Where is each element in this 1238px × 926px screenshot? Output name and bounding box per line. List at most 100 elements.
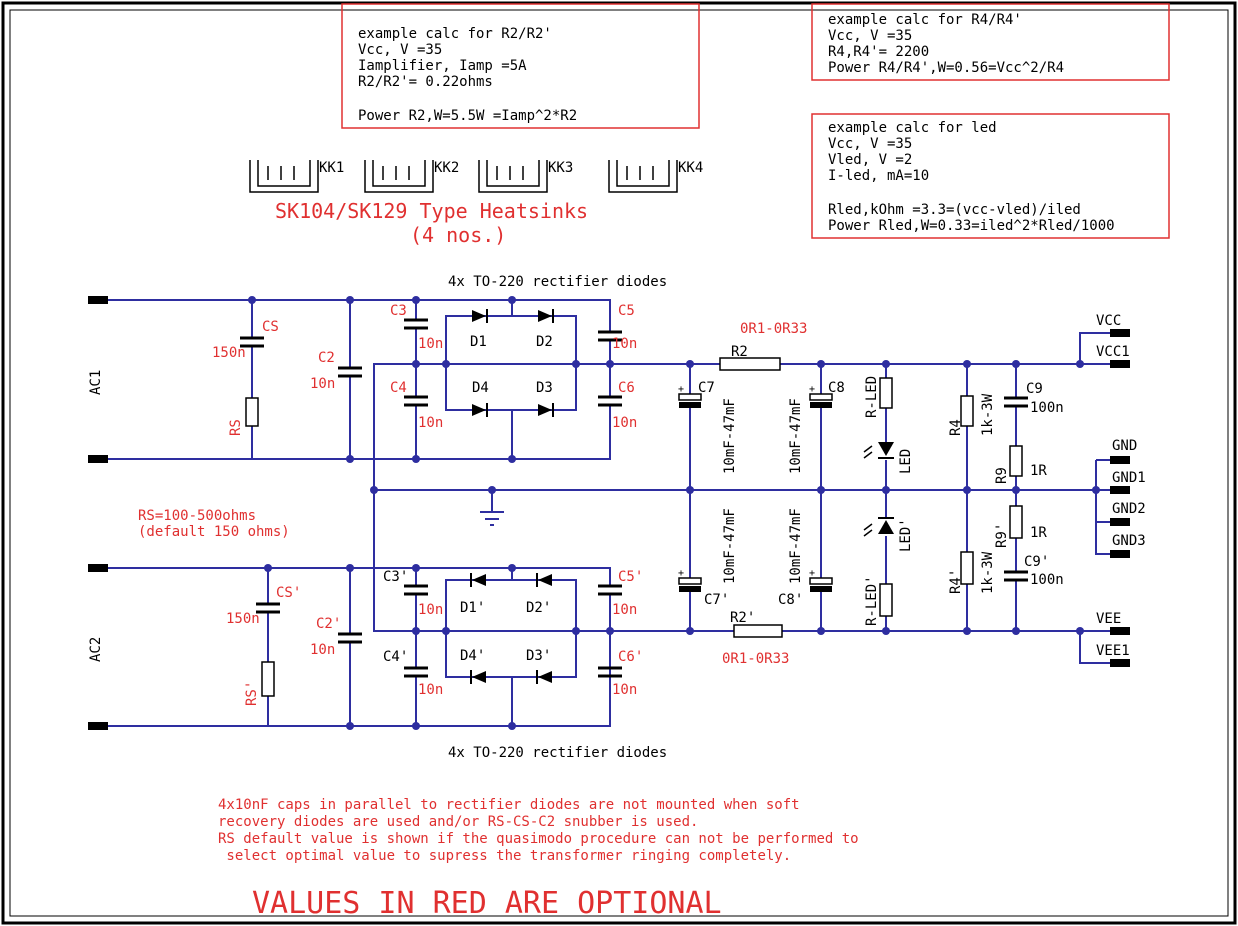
c8p-label: C8': [778, 592, 803, 608]
r4-resistor-icon: [960, 395, 974, 427]
calc-led-line-7: Power Rled,W=0.33=iled^2*Rled/1000: [828, 218, 1115, 234]
c4p-value: 10n: [418, 682, 443, 698]
diode-symbols: [470, 309, 894, 684]
note-line-4: select optimal value to supress the tran…: [218, 848, 791, 864]
ac1-label: AC1: [88, 370, 104, 395]
r4p-resistor-icon: [960, 551, 974, 585]
note-line-3: RS default value is shown if the quasimo…: [218, 831, 859, 847]
c9-value: 100n: [1030, 400, 1064, 416]
calc-r2-line-1: example calc for R2/R2': [358, 26, 552, 42]
svg-text:+: +: [678, 568, 684, 579]
heatsink-kk4-label: KK4: [678, 160, 703, 176]
c8p-cap-neg-icon: [810, 586, 832, 592]
svg-text:+: +: [809, 384, 815, 395]
d1-label: D1: [470, 334, 487, 350]
c6-value: 10n: [612, 415, 637, 431]
svg-text:+: +: [678, 384, 684, 395]
c4p-label: C4': [383, 649, 408, 665]
c4-label: C4: [390, 380, 407, 396]
vcc1-label: VCC1: [1096, 344, 1130, 360]
d3p-label: D3': [526, 648, 551, 664]
d4p-label: D4': [460, 648, 485, 664]
c8p-value: 10mF-47mF: [788, 508, 804, 584]
calc-led-line-2: Vcc, V =35: [828, 136, 912, 152]
c2-value: 10n: [310, 376, 335, 392]
vee1-label: VEE1: [1096, 643, 1130, 659]
rectifier-label-top: 4x TO-220 rectifier diodes: [448, 274, 667, 290]
c4-value: 10n: [418, 415, 443, 431]
heatsink-kk1-label: KK1: [319, 160, 344, 176]
calc-box-led: example calc for led Vcc, V =35 Vled, V …: [811, 113, 1170, 239]
c8-cap-neg-icon: [810, 402, 832, 408]
c8-label: C8: [828, 380, 845, 396]
footer-optional: VALUES IN RED ARE OPTIONAL: [252, 886, 722, 921]
c7p-label: C7': [704, 592, 729, 608]
c8-value: 10mF-47mF: [788, 398, 804, 474]
led-icon: [878, 442, 894, 456]
d1-diode-icon: [472, 310, 486, 322]
r4p-value: 1k-3W: [980, 551, 996, 594]
c9-label: C9: [1026, 381, 1043, 397]
note-line-2: recovery diodes are used and/or RS-CS-C2…: [218, 814, 698, 830]
r9-value: 1R: [1030, 463, 1047, 479]
rs-note-line-1: RS=100-500ohms: [138, 508, 256, 524]
terminal-pins: [88, 296, 1130, 730]
led-label: LED: [898, 449, 914, 474]
c9p-value: 100n: [1030, 572, 1064, 588]
r9p-value: 1R: [1030, 525, 1047, 541]
r9p-resistor-icon: [1009, 505, 1023, 539]
heatsink-subtitle: (4 nos.): [410, 223, 506, 247]
c2p-value: 10n: [310, 642, 335, 658]
c6-label: C6: [618, 380, 635, 396]
r2p-value: 0R1-0R33: [722, 651, 789, 667]
calc-led-line-4: I-led, mA=10: [828, 168, 929, 184]
c3p-value: 10n: [418, 602, 443, 618]
c4-cap-icon: [404, 395, 428, 407]
calc-r4-line-4: Power R4/R4',W=0.56=Vcc^2/R4: [828, 60, 1064, 76]
c7-cap-icon: [678, 393, 702, 401]
r9-label: R9: [994, 467, 1010, 484]
capacitor-symbols: [240, 318, 1028, 678]
r4-label: R4: [948, 419, 964, 436]
cs-cap-icon: [240, 336, 264, 348]
csp-label: CS': [276, 585, 301, 601]
c7p-cap-icon: [678, 577, 702, 585]
svg-text:+: +: [809, 568, 815, 579]
heatsink-kk3-icon: [478, 160, 548, 193]
d2-diode-icon: [538, 310, 552, 322]
calc-r4-line-3: R4,R4'= 2200: [828, 44, 929, 60]
rs-resistor-icon: [245, 397, 259, 427]
rectifier-label-bottom: 4x TO-220 rectifier diodes: [448, 745, 667, 761]
c3p-cap-icon: [404, 584, 428, 596]
c5p-label: C5': [618, 569, 643, 585]
r2-value: 0R1-0R33: [740, 321, 807, 337]
r2p-resistor-icon: [733, 624, 783, 638]
c9-cap-icon: [1004, 396, 1028, 408]
c5p-cap-icon: [598, 584, 622, 596]
d1p-label: D1': [460, 600, 485, 616]
c9p-label: C9': [1024, 554, 1049, 570]
csp-value: 150n: [226, 611, 260, 627]
r2-label: R2: [731, 344, 748, 360]
cs-label: CS: [262, 319, 279, 335]
c3-label: C3: [390, 303, 407, 319]
calc-led-line-6: Rled,kOhm =3.3=(vcc-vled)/iled: [828, 202, 1081, 218]
rled-label: R-LED: [864, 376, 880, 418]
ledp-label: LED': [898, 518, 914, 552]
c6p-value: 10n: [612, 682, 637, 698]
c7p-cap-neg-icon: [679, 586, 701, 592]
heatsink-kk3-label: KK3: [548, 160, 573, 176]
c2-cap-icon: [338, 366, 362, 378]
gnd1-label: GND1: [1112, 470, 1146, 486]
ledp-icon: [878, 520, 894, 534]
rledp-resistor-icon: [879, 583, 893, 617]
rs-label: RS: [228, 419, 244, 436]
calc-r4-line-2: Vcc, V =35: [828, 28, 912, 44]
rledp-label: R-LED': [864, 575, 880, 626]
c5p-value: 10n: [612, 602, 637, 618]
ac2-label: AC2: [88, 637, 104, 662]
heatsinks: [249, 160, 678, 193]
d3-label: D3: [536, 380, 553, 396]
calc-r2-line-3: Iamplifier, Iamp =5A: [358, 58, 527, 74]
d3p-diode-icon: [538, 671, 552, 683]
